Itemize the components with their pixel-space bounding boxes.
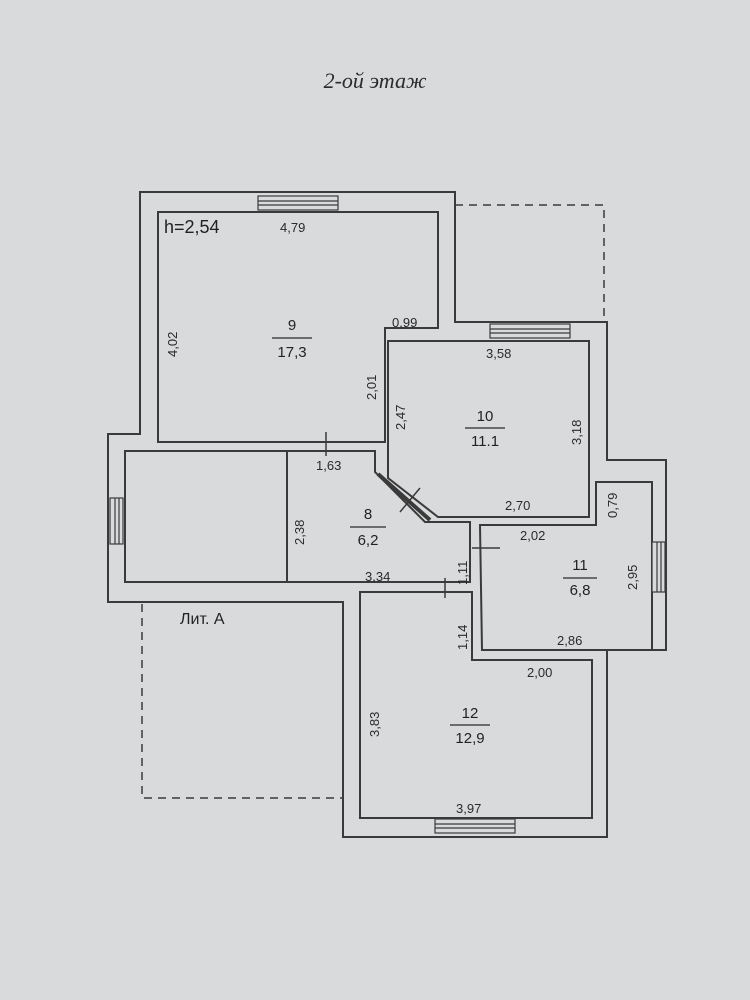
room-9-number: 9 <box>288 317 296 334</box>
room-11-area: 6,8 <box>570 582 591 599</box>
room-9-outline <box>157 211 439 443</box>
dim-r10-top: 3,58 <box>486 346 511 361</box>
dim-r11-right: 2,95 <box>625 565 640 590</box>
window-room-12 <box>434 818 516 834</box>
dim-r9-notch: 0,99 <box>392 315 417 330</box>
dim-r8-top: 1,63 <box>316 458 341 473</box>
building-label: Лит. А <box>180 611 225 628</box>
room-12-outline <box>359 591 593 819</box>
room-8-outline <box>124 450 471 583</box>
dim-r12-top: 2,00 <box>527 665 552 680</box>
dim-r10-bottom: 2,70 <box>505 498 530 513</box>
dim-r10-left: 2,47 <box>393 405 408 430</box>
dashed-outline-bottom-left <box>141 604 342 799</box>
room-12-area: 12,9 <box>455 730 484 747</box>
dim-r12-door: 1,14 <box>455 625 470 650</box>
room-11-outline <box>478 481 653 651</box>
room-8-area: 6,2 <box>358 532 379 549</box>
room-9-area: 17,3 <box>277 344 306 361</box>
room-11-number: 11 <box>572 557 588 574</box>
room-10-number: 10 <box>477 408 494 425</box>
plan-title: 2-ой этаж <box>323 68 427 93</box>
dim-r11-top: 2,02 <box>520 528 545 543</box>
window-room-10 <box>489 323 571 339</box>
window-room-9 <box>257 195 339 211</box>
dim-r9-inner: 2,01 <box>364 375 379 400</box>
dim-r8-door: 1,11 <box>455 561 470 585</box>
room-10-outline <box>387 340 590 518</box>
outer-wall <box>107 191 667 838</box>
dim-r8-bottom: 3,34 <box>365 569 390 584</box>
dashed-outline-top-right <box>455 204 605 320</box>
diagonal-door-mark <box>399 487 421 513</box>
dim-r12-bottom: 3,97 <box>456 801 481 816</box>
window-left <box>109 497 124 545</box>
diagonal-wall <box>376 472 432 522</box>
room-10-area: 11.1 <box>471 433 499 450</box>
dim-r11-bottom: 2,86 <box>557 633 582 648</box>
ceiling-height-label: h=2,54 <box>164 217 220 237</box>
dim-r9-height: 4,02 <box>165 332 180 357</box>
dim-r11-notch: 0,79 <box>605 493 620 518</box>
room-12-number: 12 <box>462 705 479 722</box>
dim-r8-left: 2,38 <box>292 520 307 545</box>
dim-r12-left: 3,83 <box>367 712 382 737</box>
room-8-number: 8 <box>364 506 372 523</box>
dim-r10-right: 3,18 <box>569 420 584 445</box>
dim-r9-width: 4,79 <box>280 220 305 235</box>
window-room-11 <box>651 541 666 593</box>
